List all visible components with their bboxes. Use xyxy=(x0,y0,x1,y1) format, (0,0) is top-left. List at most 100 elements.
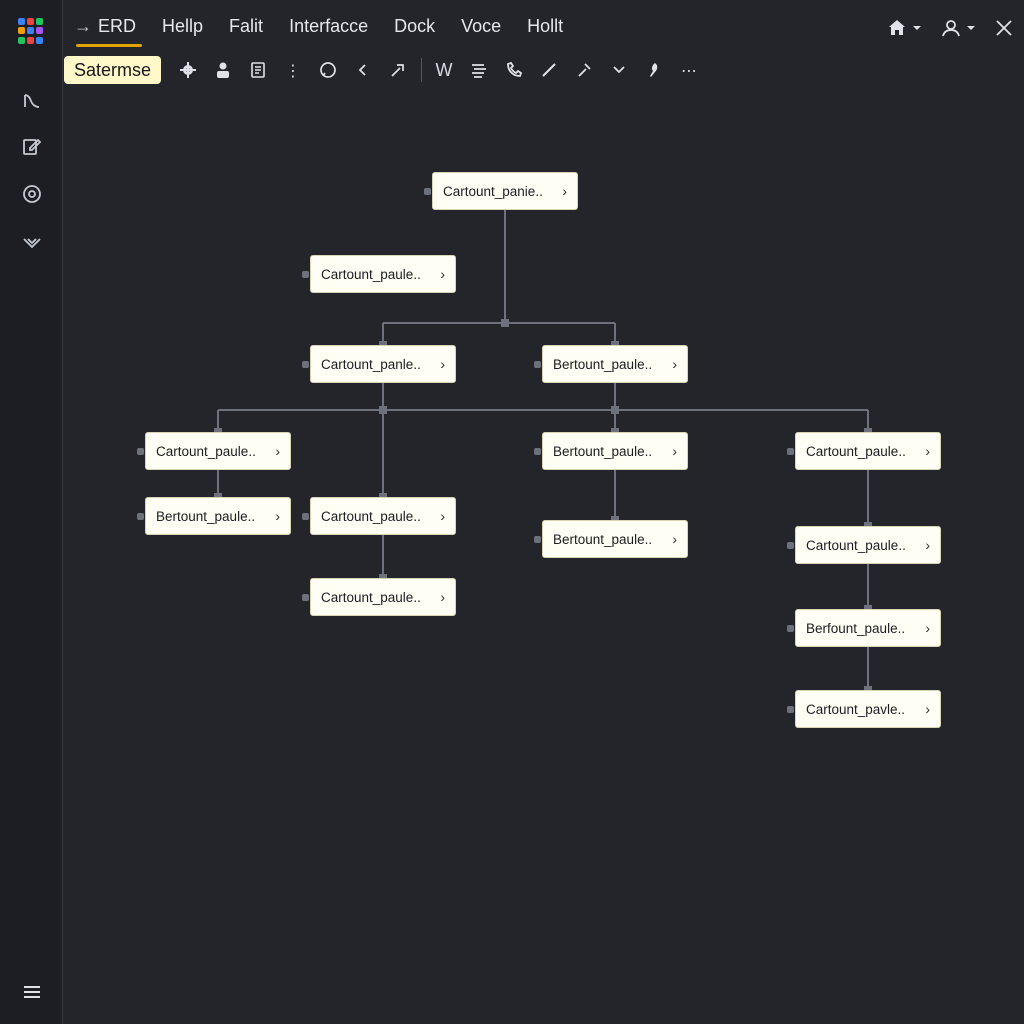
close-button[interactable] xyxy=(994,18,1014,38)
entity-node[interactable]: Bertount_paule.. › xyxy=(534,432,688,470)
feather-icon[interactable] xyxy=(641,56,667,84)
node-port[interactable] xyxy=(302,271,309,278)
more-vertical-icon[interactable]: ⋮ xyxy=(285,60,302,80)
entity-node[interactable]: Cartount_paule.. › xyxy=(787,432,941,470)
entity-node[interactable]: Cartount_paule.. › xyxy=(137,432,291,470)
target-icon[interactable] xyxy=(18,180,46,208)
node-label: Bertount_paule.. xyxy=(553,443,653,459)
node-port[interactable] xyxy=(302,361,309,368)
node-port[interactable] xyxy=(302,513,309,520)
toolbar: Satermse ⋮ W ⋯ xyxy=(62,52,1024,88)
entity-node[interactable]: Bertount_paule.. › xyxy=(534,520,688,558)
node-label: Cartount_paule.. xyxy=(321,266,421,282)
node-label: Cartount_paule.. xyxy=(321,508,421,524)
connector-joint xyxy=(379,406,387,414)
home-menu-button[interactable] xyxy=(886,17,922,39)
window-controls xyxy=(886,10,1014,46)
chevron-right-icon[interactable]: › xyxy=(275,508,280,524)
pen-icon[interactable] xyxy=(536,56,562,84)
menu-item-dock[interactable]: Dock xyxy=(394,15,436,36)
menu-item-interface[interactable]: Interfacce xyxy=(289,15,369,36)
comment-icon[interactable] xyxy=(315,56,341,84)
entity-node[interactable]: Bertount_paule.. › xyxy=(534,345,688,383)
phone-icon[interactable] xyxy=(501,56,527,84)
user-menu-button[interactable] xyxy=(940,17,976,39)
hammer-icon[interactable] xyxy=(571,56,597,84)
node-label: Cartount_pavle.. xyxy=(806,701,906,717)
node-port[interactable] xyxy=(534,536,541,543)
node-port[interactable] xyxy=(787,625,794,632)
entity-node[interactable]: Cartount_panle.. › xyxy=(302,345,456,383)
connector-joint xyxy=(611,406,619,414)
entity-node[interactable]: Cartount_panie.. › xyxy=(424,172,578,210)
gear-icon[interactable] xyxy=(175,56,201,84)
clipboard-icon[interactable] xyxy=(245,56,271,84)
app-logo-icon[interactable] xyxy=(18,18,44,44)
chevron-right-icon[interactable]: › xyxy=(672,531,677,547)
node-port[interactable] xyxy=(424,188,431,195)
node-port[interactable] xyxy=(137,448,144,455)
node-port[interactable] xyxy=(534,361,541,368)
menu-icon[interactable] xyxy=(18,978,46,1006)
entity-node[interactable]: Cartount_paule.. › xyxy=(302,255,456,293)
menu-item-voce[interactable]: Voce xyxy=(461,15,502,36)
chevron-right-icon[interactable]: › xyxy=(440,266,445,282)
node-port[interactable] xyxy=(787,542,794,549)
left-sidebar xyxy=(0,0,63,1024)
menu-bar: →ERD Hellp Falit Interfacce Dock Voce Ho… xyxy=(62,0,1024,52)
chevron-right-icon[interactable]: › xyxy=(925,537,930,553)
user-icon xyxy=(942,20,960,37)
node-label: Berfount_paule.. xyxy=(806,620,906,636)
toolbar-divider xyxy=(421,58,423,82)
node-port[interactable] xyxy=(302,594,309,601)
chevron-left-icon[interactable] xyxy=(350,56,376,84)
chevron-down-icon xyxy=(967,26,975,30)
menu-item-help[interactable]: Hellp xyxy=(162,15,204,36)
chevron-down-icon[interactable] xyxy=(606,56,632,84)
node-port[interactable] xyxy=(787,706,794,713)
entity-node[interactable]: Cartount_pavle.. › xyxy=(787,690,941,728)
arrow-right-icon: → xyxy=(74,15,92,36)
chevron-right-icon[interactable]: › xyxy=(440,508,445,524)
entity-node[interactable]: Cartount_paule.. › xyxy=(787,526,941,564)
node-label: Bertount_paule.. xyxy=(156,508,256,524)
user-icon[interactable] xyxy=(210,56,236,84)
node-port[interactable] xyxy=(787,448,794,455)
chevron-right-icon[interactable]: › xyxy=(925,620,930,636)
node-label: Cartount_panle.. xyxy=(321,356,421,372)
link-arrow-icon[interactable] xyxy=(385,56,411,84)
node-label: Cartount_paule.. xyxy=(156,443,256,459)
chevron-right-icon[interactable]: › xyxy=(562,183,567,199)
node-port[interactable] xyxy=(137,513,144,520)
node-label: Cartount_paule.. xyxy=(806,443,906,459)
menu-item-hollt[interactable]: Hollt xyxy=(527,15,564,36)
chevron-right-icon[interactable]: › xyxy=(275,443,280,459)
chevron-right-icon[interactable]: › xyxy=(925,443,930,459)
node-label: Cartount_panie.. xyxy=(443,183,543,199)
node-label: Cartount_paule.. xyxy=(806,537,906,553)
node-label: Bertount_paule.. xyxy=(553,531,653,547)
more-horizontal-icon[interactable]: ⋯ xyxy=(681,60,698,80)
node-port[interactable] xyxy=(534,448,541,455)
menu-item-falit[interactable]: Falit xyxy=(229,15,264,36)
menu-item-erd[interactable]: →ERD xyxy=(74,15,143,47)
chevron-right-icon[interactable]: › xyxy=(925,701,930,717)
node-label: Bertount_paule.. xyxy=(553,356,653,372)
entity-node[interactable]: Cartount_paule.. › xyxy=(302,497,456,535)
curve-tool-icon[interactable] xyxy=(18,86,46,114)
edit-icon[interactable] xyxy=(18,132,46,160)
chevron-right-icon[interactable]: › xyxy=(672,356,677,372)
close-icon xyxy=(996,20,1012,36)
chevron-right-icon[interactable]: › xyxy=(672,443,677,459)
branch-icon[interactable] xyxy=(18,228,46,256)
w-icon[interactable]: W xyxy=(435,59,453,80)
mode-selector[interactable]: Satermse xyxy=(64,56,162,84)
home-icon xyxy=(889,20,905,35)
entity-node[interactable]: Cartount_paule..› xyxy=(302,578,456,616)
list-icon[interactable] xyxy=(466,56,492,84)
chevron-right-icon[interactable]: › xyxy=(440,589,445,605)
entity-node[interactable]: Bertount_paule.. › xyxy=(137,497,291,535)
erd-canvas[interactable]: Cartount_panie..›Cartount_paule..›Cartou… xyxy=(62,92,1024,1024)
chevron-right-icon[interactable]: › xyxy=(440,356,445,372)
entity-node[interactable]: Berfount_paule.. › xyxy=(787,609,941,647)
